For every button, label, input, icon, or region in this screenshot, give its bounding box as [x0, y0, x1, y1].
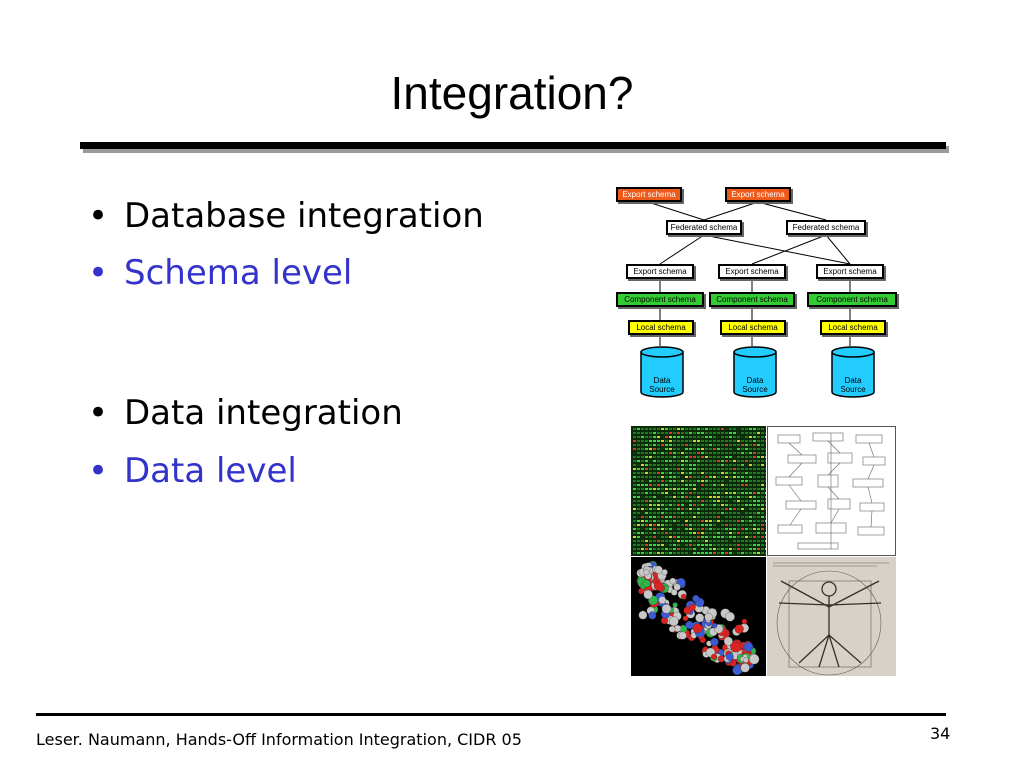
- diagram-connectors: [640, 201, 875, 398]
- data-source-label-line: Data: [746, 376, 764, 385]
- component-schema-box: Component schema: [616, 292, 704, 307]
- footer-citation: Leser. Naumann, Hands-Off Information In…: [36, 730, 522, 749]
- bullet-text: Database integration: [124, 196, 484, 236]
- molecule-image: [631, 557, 766, 676]
- pathway-diagram-image: [767, 426, 896, 556]
- data-source-label-line: Source: [649, 385, 675, 394]
- vitruvian-sketch-graphic: [767, 557, 896, 676]
- bullet-item: • Data level: [88, 451, 297, 491]
- bullet-item: • Database integration: [88, 196, 484, 236]
- vitruvian-man-image: [767, 557, 896, 676]
- image-collage: [631, 426, 896, 676]
- bullet-item: • Data integration: [88, 393, 403, 433]
- microarray-image: [631, 426, 766, 556]
- bullet-dot: •: [88, 253, 109, 293]
- export-schema-box: Export schema: [616, 187, 682, 202]
- bullet-dot: •: [88, 451, 109, 491]
- export-schema-box: Export schema: [626, 264, 694, 279]
- component-schema-box: Component schema: [709, 292, 795, 307]
- bullet-text: Data level: [124, 451, 297, 491]
- bullet-item: • Schema level: [88, 253, 352, 293]
- data-source-label-line: Data: [653, 376, 671, 385]
- federated-architecture-diagram: Export schema Export schema Federated sc…: [600, 180, 910, 400]
- data-source-label-line: Source: [742, 385, 768, 394]
- federated-schema-box: Federated schema: [786, 220, 866, 235]
- local-schema-box: Local schema: [628, 320, 694, 335]
- export-schema-box: Export schema: [816, 264, 884, 279]
- bullet-dot: •: [88, 393, 109, 433]
- data-source-label: Data Source: [734, 376, 776, 394]
- component-schema-box: Component schema: [807, 292, 897, 307]
- data-source-cylinder: [640, 346, 684, 398]
- title-underline: [80, 142, 946, 149]
- data-source-label-line: Source: [840, 385, 866, 394]
- data-source-cylinder: [733, 346, 777, 398]
- footer-rule: [36, 713, 946, 716]
- data-source-label: Data Source: [641, 376, 683, 394]
- data-source-label-line: Data: [844, 376, 862, 385]
- local-schema-box: Local schema: [820, 320, 886, 335]
- export-schema-box: Export schema: [725, 187, 791, 202]
- slide-title: Integration?: [390, 67, 634, 119]
- page-number: 34: [930, 724, 951, 743]
- data-source-cylinder: [831, 346, 875, 398]
- federated-schema-box: Federated schema: [666, 220, 742, 235]
- export-schema-box: Export schema: [718, 264, 786, 279]
- bullet-text: Schema level: [124, 253, 353, 293]
- bullet-text: Data integration: [124, 393, 403, 433]
- molecule-graphic: [636, 560, 760, 676]
- data-source-label: Data Source: [832, 376, 874, 394]
- local-schema-box: Local schema: [720, 320, 786, 335]
- pathway-graphic: [775, 432, 886, 550]
- bullet-dot: •: [88, 196, 109, 236]
- data-source-cylinders: [640, 346, 875, 398]
- microarray-graphic: [633, 428, 766, 554]
